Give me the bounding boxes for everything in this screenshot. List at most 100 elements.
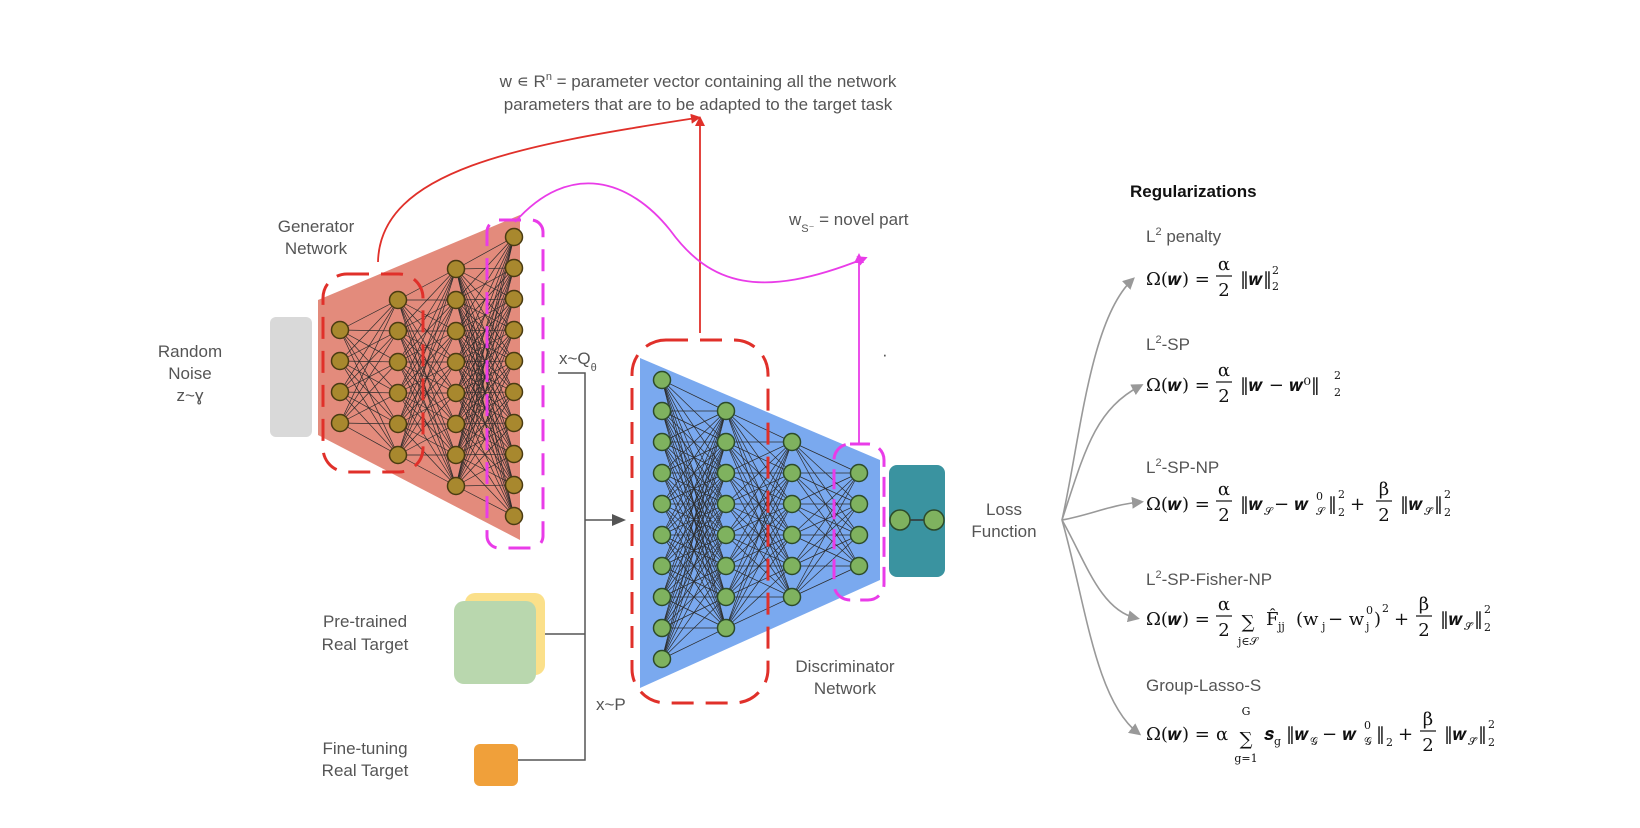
finetune-target-box — [474, 744, 518, 786]
generator-connection — [397, 299, 457, 456]
f2-sub: 2 — [1334, 386, 1341, 399]
f4-j: j — [1320, 620, 1325, 633]
generator-connection — [455, 484, 515, 487]
generator-connection — [397, 268, 457, 363]
f3-sbar: 𝒮̄ — [1424, 505, 1434, 518]
pretrained-label-1: Pre-trained — [323, 612, 407, 631]
f3-norm2: ‖𝒘 — [1400, 494, 1423, 515]
discriminator-node-layer-4 — [849, 556, 869, 576]
discriminator-connection — [725, 441, 793, 536]
discriminator-connection — [661, 503, 727, 660]
discriminator-connections — [661, 379, 860, 660]
novel-rest: = novel part — [814, 210, 908, 229]
generator-node-layer-4 — [504, 506, 524, 526]
noise-label-3: z~ɣ — [177, 386, 204, 405]
f3-two: 2 — [1218, 505, 1229, 526]
discriminator-node-layer-3 — [782, 463, 802, 483]
discriminator-connection — [791, 503, 860, 598]
generator-connection — [397, 268, 457, 456]
discriminator-label-1: Discriminator — [795, 657, 895, 676]
f1-sub: 2 — [1272, 280, 1279, 293]
generator-connection — [455, 298, 515, 487]
f1-alpha: α — [1218, 254, 1230, 275]
f4-j0: j — [1364, 620, 1369, 633]
discriminator-label-2: Network — [814, 679, 877, 698]
f4-sup2: 2 — [1484, 603, 1491, 616]
reg-name-4: L2-SP-Fisher-NP — [1146, 569, 1272, 589]
param-vector-curve — [377, 113, 701, 263]
f3-omega: Ω(𝒘) = — [1146, 494, 1210, 515]
noise-label-2: Noise — [168, 364, 211, 383]
f4-two-b: 2 — [1418, 620, 1429, 641]
noise-label-1: Random — [158, 342, 222, 361]
discriminator-connection — [791, 565, 860, 598]
generator-connection — [339, 392, 399, 424]
reg-name-3: L2-SP-NP — [1146, 457, 1219, 477]
generator-node-layer-4 — [504, 444, 524, 464]
f5-close: ‖ — [1376, 724, 1385, 745]
generator-node-layer-1 — [330, 413, 350, 433]
generator-connection — [339, 299, 399, 424]
f2-alpha: α — [1218, 360, 1230, 381]
param-w: w ∊ R — [499, 72, 546, 91]
discriminator-input-selection-box — [630, 338, 770, 705]
generator-node-layer-3 — [446, 476, 466, 496]
novel-part-curve — [514, 182, 868, 284]
f4-F: F̂ — [1266, 608, 1279, 630]
generator-output-selection-box — [485, 218, 545, 550]
generator-connection — [339, 422, 399, 425]
discriminator-node-layer-1 — [652, 463, 672, 483]
discriminator-node-layer-2 — [716, 463, 736, 483]
xq-label: x~Qθ — [559, 349, 597, 374]
reg-arrow-3 — [1061, 496, 1144, 521]
generator-connection — [455, 453, 515, 487]
discriminator-connection — [725, 596, 793, 629]
discriminator-connection — [661, 379, 727, 412]
f5-sub: 2 — [1386, 736, 1393, 749]
discriminator-connection — [725, 410, 793, 443]
f5-norm: ‖𝒘 — [1286, 724, 1309, 745]
f4-close2: ‖ — [1474, 609, 1483, 630]
loss-label-2: Function — [971, 522, 1036, 541]
f4-alpha: α — [1218, 594, 1230, 615]
discriminator-connection — [661, 596, 727, 660]
f5-two: 2 — [1422, 735, 1433, 756]
generator-connection — [397, 392, 457, 456]
f4-zero: 0 — [1366, 604, 1373, 617]
discriminator-connection — [661, 410, 727, 505]
f3-s: 𝒮 — [1264, 505, 1274, 518]
generator-node-layer-3 — [446, 259, 466, 279]
reg-name-5: Group-Lasso-S — [1146, 676, 1261, 695]
loss-label-1: Loss — [986, 500, 1022, 519]
f3-alpha: α — [1218, 479, 1230, 500]
discriminator-connection — [725, 472, 793, 629]
discriminator-node-layer-4 — [849, 463, 869, 483]
f5-sum-bot: g=1 — [1234, 752, 1257, 765]
discriminator-node-layer-2 — [716, 401, 736, 421]
generator-connection — [339, 299, 399, 362]
discriminator-connection — [661, 565, 727, 660]
f3-minus: − 𝒘 — [1274, 494, 1309, 515]
discriminator-connection — [661, 472, 727, 660]
generator-connection — [455, 485, 515, 517]
xq-text: x~Q — [559, 349, 591, 368]
generator-connection — [455, 236, 515, 270]
discriminator-connection — [791, 472, 860, 567]
discriminator-connection — [661, 410, 727, 660]
param-sup: n — [546, 71, 552, 83]
finetune-label-2: Real Target — [322, 761, 409, 780]
generator-connection — [339, 299, 399, 331]
generator-node-layer-2 — [388, 445, 408, 465]
novel-sub: S⁻ — [801, 223, 814, 235]
f5-G: 𝒢 — [1310, 735, 1318, 748]
discriminator-connection — [661, 410, 727, 474]
loss-output-node-1 — [889, 509, 911, 531]
f3-s2: 𝒮 — [1316, 505, 1326, 518]
generator-node-layer-4 — [504, 351, 524, 371]
discriminator-node-layer-1 — [652, 525, 672, 545]
regularizations-title: Regularizations — [1130, 182, 1257, 201]
f4-sum: ∑ — [1242, 612, 1255, 633]
f3-close: ‖ — [1328, 494, 1337, 515]
f4-norm2: ‖𝒘 — [1440, 609, 1463, 630]
